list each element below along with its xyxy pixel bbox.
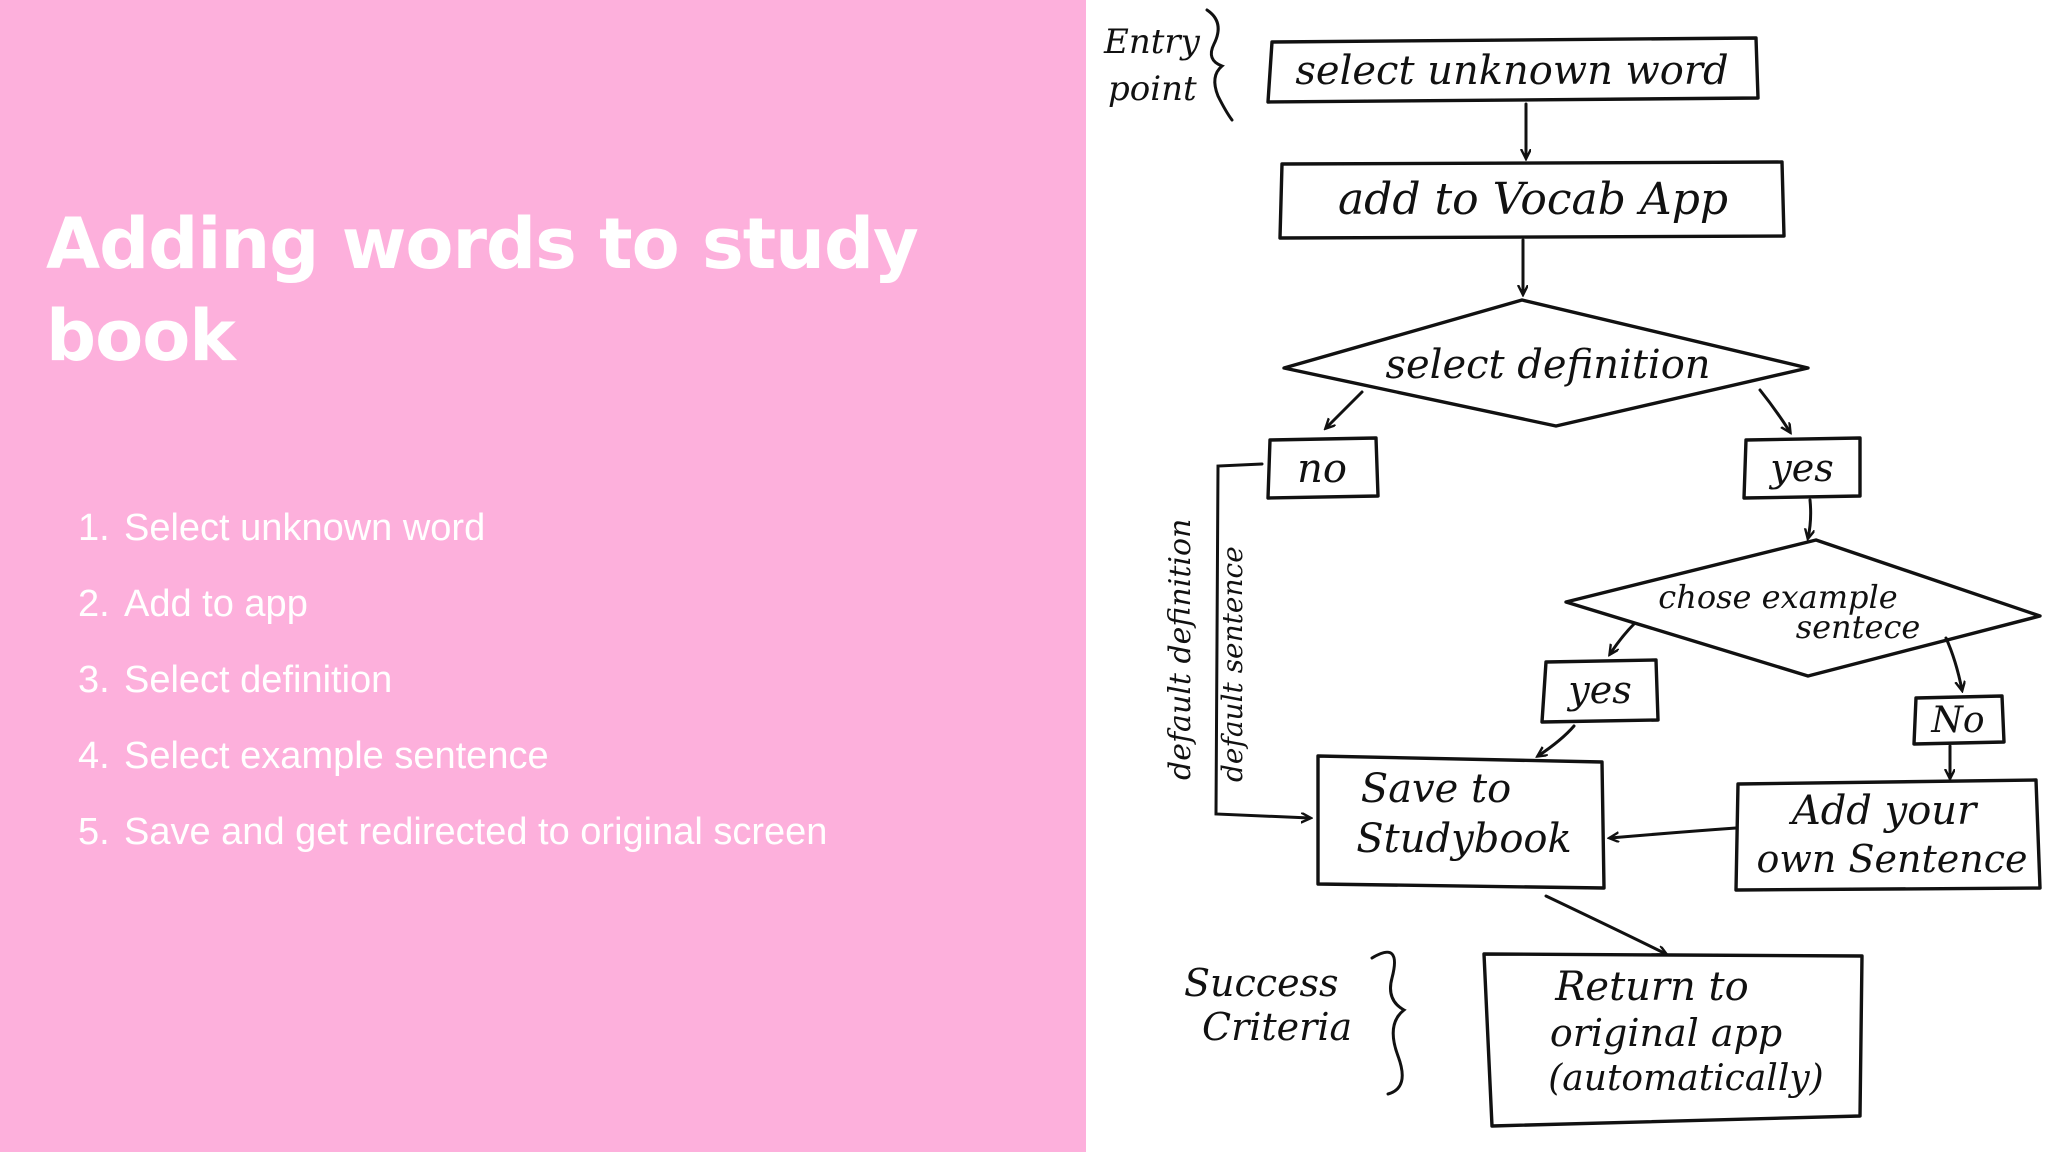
left-panel: Adding words to study book 1. Select unkn…: [0, 0, 1086, 1152]
node-no-definition: [1266, 436, 1380, 500]
steps-list: 1. Select unknown word 2. Add to app 3. Sel…: [78, 495, 827, 875]
step-label: Select example sentence: [124, 735, 549, 777]
node-select-unknown-word: [1266, 36, 1760, 104]
flowchart-panel: Entry point select unknown word add to V…: [1086, 0, 2048, 1152]
node-label: Return to: [1554, 964, 1748, 1010]
node-label: select definition: [1385, 342, 1710, 388]
node-yes-definition: [1742, 436, 1862, 500]
step-number: 4.: [78, 735, 110, 777]
step-label: Save and get redirected to original scre…: [124, 811, 828, 853]
node-add-own-sentence: [1734, 778, 2042, 892]
node-label: select unknown word: [1295, 48, 1728, 94]
step-item: 2. Add to app: [78, 571, 827, 647]
side-label-default-sentence: default sentence: [1216, 546, 1249, 782]
step-item: 5. Save and get redirected to original sc…: [78, 799, 827, 875]
node-label: sentece: [1796, 608, 1921, 646]
node-label: (automatically): [1548, 1058, 1823, 1099]
node-choose-example-decision: [1564, 538, 2042, 678]
step-label: Select unknown word: [124, 507, 486, 549]
step-label: Select definition: [124, 659, 393, 701]
node-label: chose example: [1658, 578, 1897, 616]
edge-example-to-no: [1944, 636, 1962, 690]
node-label: own Sentence: [1757, 837, 2028, 881]
step-number: 2.: [78, 583, 110, 625]
side-label-default-definition: default definition: [1163, 519, 1198, 780]
step-item: 3. Select definition: [78, 647, 827, 723]
node-label: Add your: [1788, 788, 1979, 834]
slide-title: Adding words to study book: [46, 203, 919, 377]
flowchart-diagram: Entry point select unknown word add to V…: [1103, 8, 2042, 1128]
node-label: Save to: [1361, 766, 1511, 812]
edge-yes-to-example: [1808, 498, 1811, 538]
success-label-line: Criteria: [1202, 1005, 1352, 1049]
node-label: yes: [1566, 668, 1631, 712]
success-brace: [1370, 950, 1407, 1096]
entry-brace: [1205, 8, 1234, 122]
node-label: add to Vocab App: [1338, 174, 1728, 225]
node-select-definition-decision: [1282, 298, 1810, 428]
edge-yes-to-save: [1538, 724, 1576, 756]
step-item: 1. Select unknown word: [78, 495, 827, 571]
node-add-to-vocab-app: [1278, 160, 1786, 240]
edge-example-to-yes: [1610, 622, 1636, 654]
node-label: Studybook: [1356, 816, 1571, 862]
node-label: no: [1297, 446, 1347, 492]
step-number: 1.: [78, 507, 110, 549]
entry-label-line: Entry: [1103, 22, 1201, 62]
node-label: yes: [1768, 446, 1833, 490]
edge-definition-to-yes: [1758, 388, 1790, 432]
node-label: No: [1930, 700, 1984, 741]
step-number: 3.: [78, 659, 110, 701]
entry-label-line: point: [1108, 69, 1197, 109]
node-save-to-studybook: [1316, 754, 1606, 890]
step-number: 5.: [78, 811, 110, 853]
edge-save-to-return: [1544, 894, 1666, 954]
success-label-line: Success: [1184, 961, 1339, 1005]
edge-own-sentence-to-save: [1610, 826, 1738, 838]
step-item: 4. Select example sentence: [78, 723, 827, 799]
node-yes-example: [1540, 658, 1660, 724]
node-label: original app: [1550, 1011, 1782, 1055]
node-no-example: [1912, 694, 2006, 746]
node-return-to-original-app: [1482, 952, 1864, 1128]
step-label: Add to app: [124, 583, 308, 625]
edge-no-default-to-save: [1214, 462, 1310, 818]
edge-definition-to-no: [1326, 390, 1364, 428]
